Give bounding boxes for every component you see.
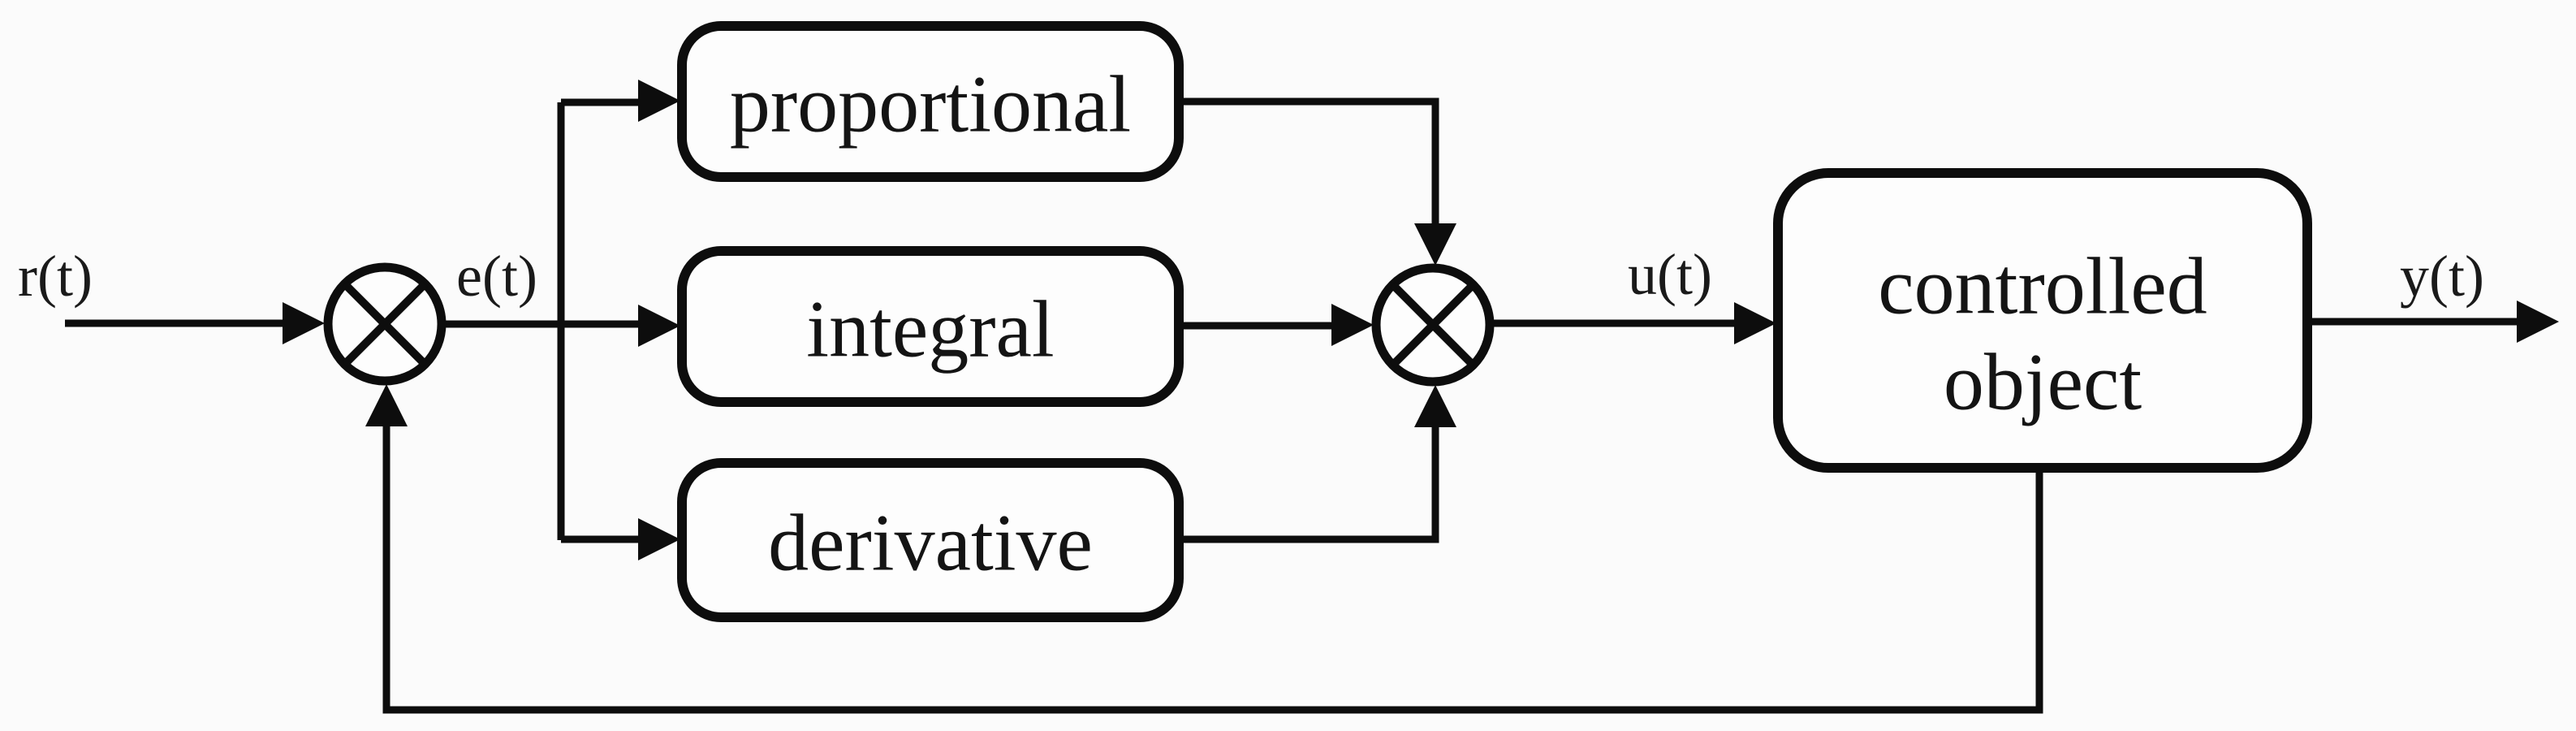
arrowhead-into-integral-icon bbox=[638, 305, 680, 347]
block-derivative: derivative bbox=[677, 458, 1184, 622]
arrowhead-into-derivative-icon bbox=[638, 518, 680, 560]
arrowhead-system-output-icon bbox=[2517, 301, 2559, 343]
arrowhead-feedback-into-error-junction-icon bbox=[365, 384, 408, 426]
derivative-box bbox=[677, 458, 1184, 622]
control-signal-label: u(t) bbox=[1628, 242, 1712, 307]
block-proportional: proportional bbox=[677, 21, 1184, 182]
wire-proportional-output bbox=[1179, 97, 1439, 227]
integral-box bbox=[677, 246, 1184, 407]
pid-summing-junction bbox=[1371, 263, 1495, 387]
controlled-object-label-line2: object bbox=[1944, 337, 2142, 427]
integral-label: integral bbox=[806, 284, 1054, 374]
arrowhead-derivative-into-pid-junction-icon bbox=[1414, 385, 1456, 427]
summing-cross-icon bbox=[1389, 281, 1477, 369]
wire-derivative-output bbox=[1179, 423, 1439, 543]
arrowhead-into-proportional-icon bbox=[638, 80, 680, 122]
wires bbox=[65, 97, 2518, 714]
error-signal-label: e(t) bbox=[456, 244, 537, 309]
controlled-object-box bbox=[1773, 168, 2312, 473]
signal-labels: r(t) e(t) u(t) y(t) bbox=[18, 242, 2484, 309]
reference-signal-label: r(t) bbox=[18, 244, 93, 309]
block-controlled-object: controlled object bbox=[1773, 168, 2312, 473]
wire-feedback bbox=[382, 424, 2043, 714]
error-summing-junction bbox=[323, 262, 447, 386]
proportional-label: proportional bbox=[730, 59, 1131, 149]
block-integral: integral bbox=[677, 246, 1184, 407]
output-signal-label: y(t) bbox=[2400, 244, 2484, 309]
arrowhead-into-controlled-object-icon bbox=[1734, 302, 1776, 344]
derivative-label: derivative bbox=[768, 498, 1093, 588]
arrowhead-proportional-into-pid-junction-icon bbox=[1414, 223, 1456, 266]
summing-cross-icon bbox=[341, 280, 429, 368]
controlled-object-label-line1: controlled bbox=[1878, 241, 2207, 331]
arrowheads bbox=[283, 80, 2559, 560]
arrowhead-into-error-junction-icon bbox=[283, 302, 325, 344]
proportional-box bbox=[677, 21, 1184, 182]
arrowhead-integral-into-pid-junction-icon bbox=[1331, 304, 1374, 346]
